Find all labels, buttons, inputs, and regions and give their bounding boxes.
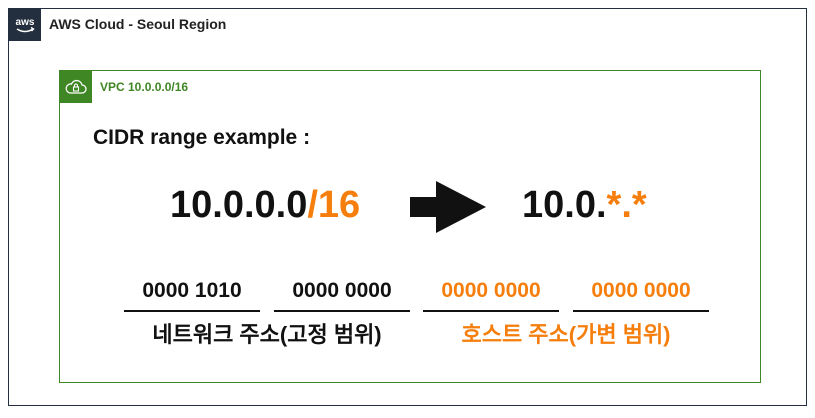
octet-4-underline xyxy=(573,310,709,312)
cidr-notation: 10.0.0.0/16 xyxy=(170,184,360,227)
host-address-label: 호스트 주소(가변 범위) xyxy=(461,322,671,347)
octet-2-bits: 0000 0000 xyxy=(292,279,392,302)
aws-cloud-group: aws AWS Cloud - Seoul Region xyxy=(8,8,807,406)
vpc-group: VPC 10.0.0.0/16 xyxy=(59,70,761,383)
aws-logo-text: aws xyxy=(16,17,35,28)
octet-3-underline xyxy=(423,310,559,312)
aws-logo-icon: aws xyxy=(9,9,41,41)
octet-1-underline xyxy=(124,310,260,312)
cidr-prefix-length: /16 xyxy=(307,184,361,226)
right-arrow-icon xyxy=(410,181,486,233)
cidr-base-address: 10.0.0.0 xyxy=(170,184,308,226)
octet-2-underline xyxy=(274,310,410,312)
wildcard-dot: . xyxy=(621,184,632,226)
vpc-cloud-lock-icon xyxy=(60,71,92,103)
cidr-heading: CIDR range example : xyxy=(93,126,311,149)
wildcard-fixed-part: 10.0. xyxy=(522,184,607,226)
wildcard-star-2: * xyxy=(631,184,647,226)
network-address-label: 네트워크 주소(고정 범위) xyxy=(152,322,382,347)
vpc-group-title: VPC 10.0.0.0/16 xyxy=(100,80,189,94)
cloud-group-title: AWS Cloud - Seoul Region xyxy=(49,16,227,32)
octet-3-bits: 0000 0000 xyxy=(441,279,541,302)
wildcard-star-1: * xyxy=(606,184,622,226)
octet-4-bits: 0000 0000 xyxy=(591,279,691,302)
octet-1-bits: 0000 1010 xyxy=(142,279,242,302)
cidr-wildcard-address: 10.0.*.* xyxy=(522,184,647,227)
